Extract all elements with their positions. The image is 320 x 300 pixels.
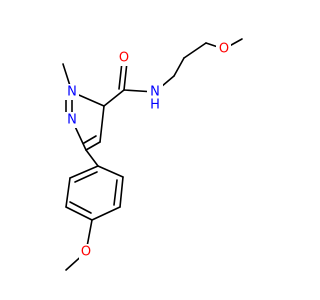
atom-n1: N [64, 84, 79, 100]
atom-labels: N N O N H O O [64, 41, 231, 260]
bond-ph1-ph2 [97, 165, 124, 178]
bond-c4-c3-double [83, 135, 97, 144]
atom-n2: N [64, 112, 79, 128]
atom-amide-n-label: N [150, 85, 160, 100]
bond-chain1-chain2 [173, 57, 185, 77]
structure-drawing: N N O N H O O [62, 38, 243, 271]
bond-ph4-ph5-double [69, 201, 92, 214]
atom-amide-o: O [117, 50, 132, 66]
atom-n2-label: N [67, 113, 77, 128]
atom-chain-o: O [216, 41, 231, 57]
atom-amide-h-label: H [150, 98, 160, 113]
bond-chain2-chain3 [183, 42, 207, 59]
bond-ph3-ph4 [91, 206, 121, 221]
atom-amide-o-label: O [119, 51, 129, 66]
atom-aryl-o: O [79, 244, 94, 260]
bond-ph6-ph1-double [74, 171, 98, 183]
bond-c3-phenyl [85, 149, 99, 167]
bonds [62, 38, 243, 271]
atom-aryl-o-label: O [81, 245, 91, 260]
atom-chain-o-label: O [219, 42, 229, 57]
bond-c5-carbonyl [103, 89, 125, 107]
bond-ph6-ph1 [69, 165, 99, 179]
atom-n1-label: N [67, 85, 77, 100]
bond-c4-c3 [85, 141, 101, 151]
atom-amide-n: N H [147, 84, 163, 113]
bond-ph2-ph3 [119, 176, 124, 208]
bond-carbonyl-o-double [118, 61, 123, 90]
bond-ph4-ph5 [65, 206, 93, 221]
molecule-diagram: N N O N H O O [62, 38, 243, 271]
bond-ph5-ph6 [65, 177, 71, 208]
bond-c5-c4 [99, 105, 105, 143]
bond-ph2-ph3-double [113, 179, 118, 206]
bond-carbonyl-o [123, 61, 128, 91]
